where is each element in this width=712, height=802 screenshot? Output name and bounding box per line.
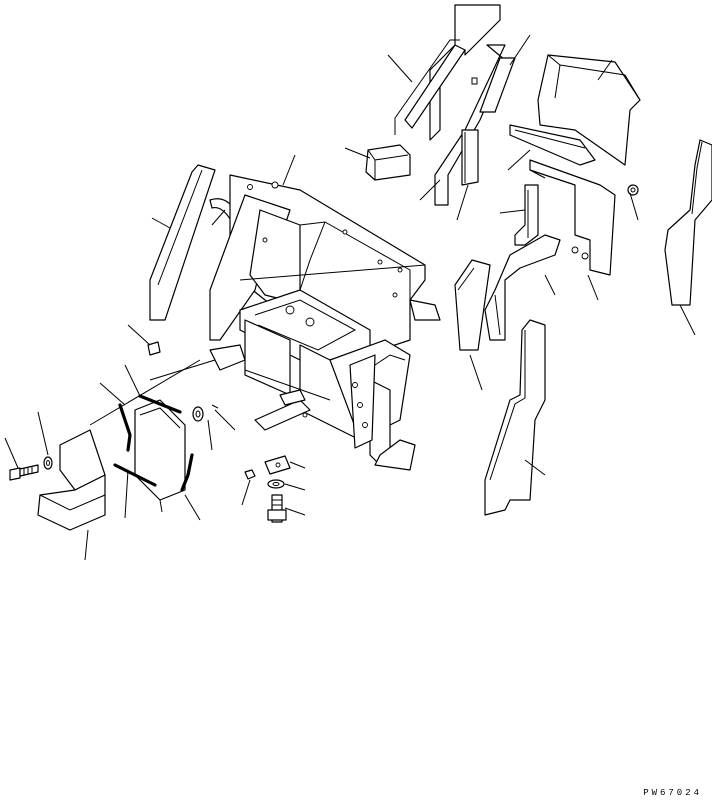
long-side-guard-pad (484, 319, 546, 516)
clamp-bracket (264, 455, 291, 475)
drawing-code-label: PW67024 (643, 788, 702, 798)
bolt-lower (267, 494, 287, 523)
floor-mat-pad (37, 429, 106, 531)
washer-ring-right (627, 184, 639, 196)
rear-cover-panel (537, 54, 641, 166)
small-block-pad (365, 144, 411, 181)
vertical-pad-b (454, 259, 491, 351)
washer-center (192, 406, 204, 422)
narrow-vertical-pad (514, 184, 539, 246)
nut-small (244, 469, 256, 480)
washer-left (43, 456, 53, 470)
strip-seal-top (138, 394, 182, 414)
side-bracket-pad (529, 159, 616, 276)
strip-seal-left (118, 403, 132, 452)
bolt-cap (147, 341, 161, 356)
washer-lower (267, 479, 285, 489)
step-pad (134, 399, 186, 501)
flat-mat-pad (509, 124, 596, 166)
upper-cover-pad (394, 4, 501, 141)
leader-lines (4, 34, 696, 561)
curved-guard-pad (484, 234, 561, 341)
right-edge-long-pad (664, 139, 712, 306)
strip-seal-bottom (113, 463, 157, 487)
strip-seal-right (180, 453, 194, 492)
left-long-pad (149, 164, 216, 321)
bolt-left (9, 464, 39, 481)
vertical-pad-a (461, 129, 479, 186)
upper-narrow-pad (479, 57, 516, 113)
main-frame (209, 174, 441, 471)
